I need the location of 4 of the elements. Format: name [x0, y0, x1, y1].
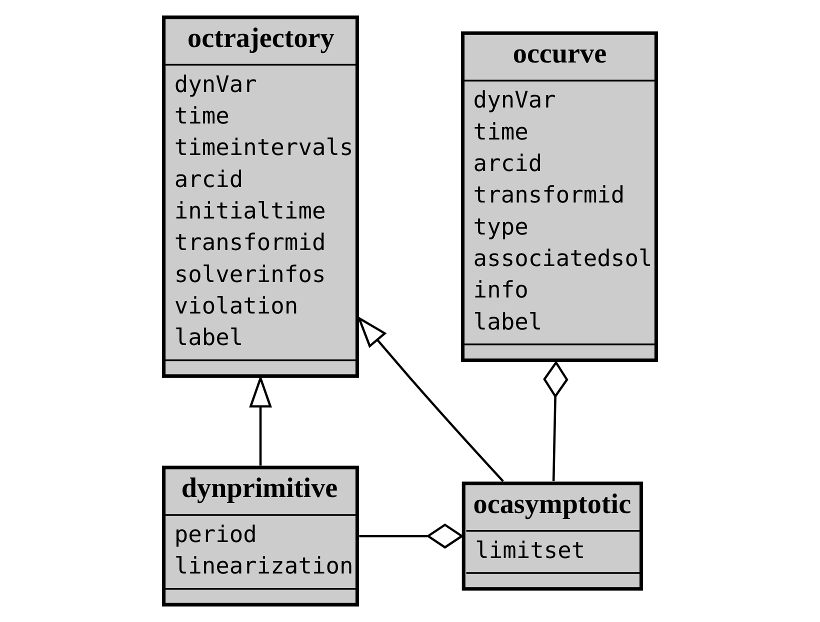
- connector: [543, 360, 568, 482]
- arrow: [356, 316, 504, 482]
- arrow: [249, 374, 272, 466]
- connector: [359, 523, 464, 549]
